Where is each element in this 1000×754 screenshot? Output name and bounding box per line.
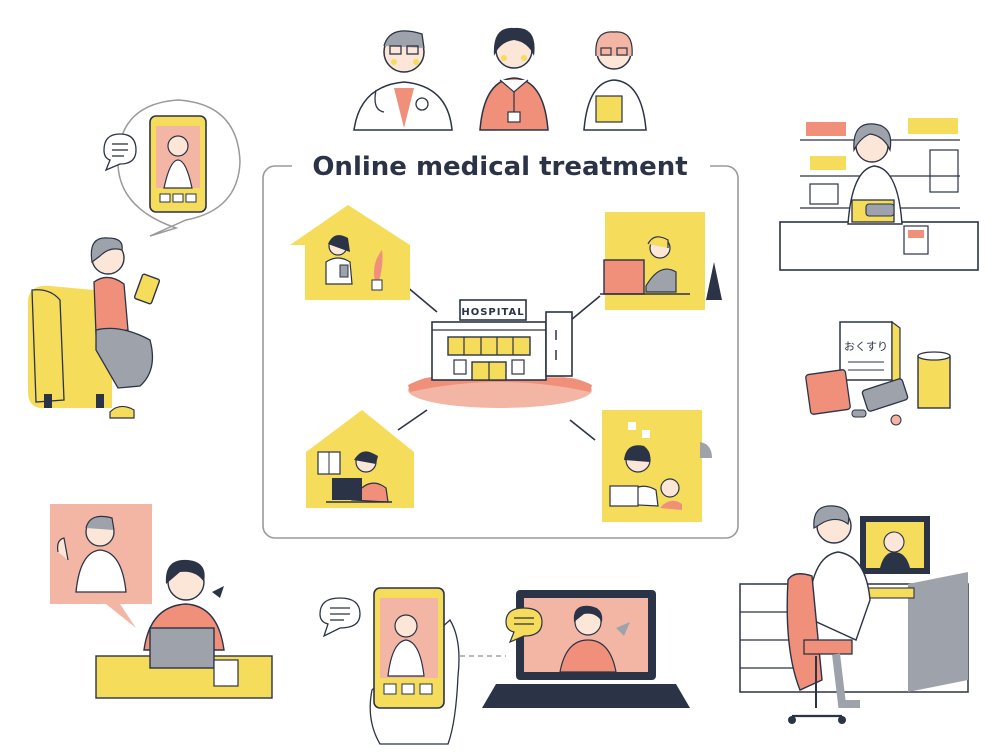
network-connectors — [397, 285, 601, 441]
medicine-set: おくすり — [805, 320, 951, 426]
doctor-video-bubble — [50, 504, 152, 628]
man-with-laptop — [95, 559, 273, 699]
smartphone-in-hand — [369, 587, 460, 745]
chat-lines-icon — [103, 133, 137, 172]
laptop-video-call — [482, 590, 690, 708]
home-mother-child-laptop — [602, 410, 712, 522]
tablet-speech-bubble — [117, 99, 241, 237]
chat-speech-bubble-icon — [319, 597, 361, 638]
medicine-bag-label: おくすり — [844, 340, 888, 353]
woman-on-sofa — [28, 237, 161, 419]
page-title: Online medical treatment — [312, 152, 687, 182]
hospital-sign: HOSPITAL — [461, 307, 524, 318]
hospital-building: HOSPITAL — [408, 299, 592, 408]
office-man-computer — [600, 212, 722, 310]
home-woman-phone — [290, 205, 410, 300]
home-man-laptop — [306, 410, 414, 508]
central-panel: Online medical treatment — [262, 150, 739, 539]
nurse-figure — [479, 27, 549, 131]
doctor-at-desk — [739, 505, 969, 724]
title-backdrop — [292, 150, 710, 182]
pharmacist-figure — [583, 31, 647, 131]
doctor-figure — [353, 30, 453, 131]
pharmacy-counter — [779, 118, 979, 271]
